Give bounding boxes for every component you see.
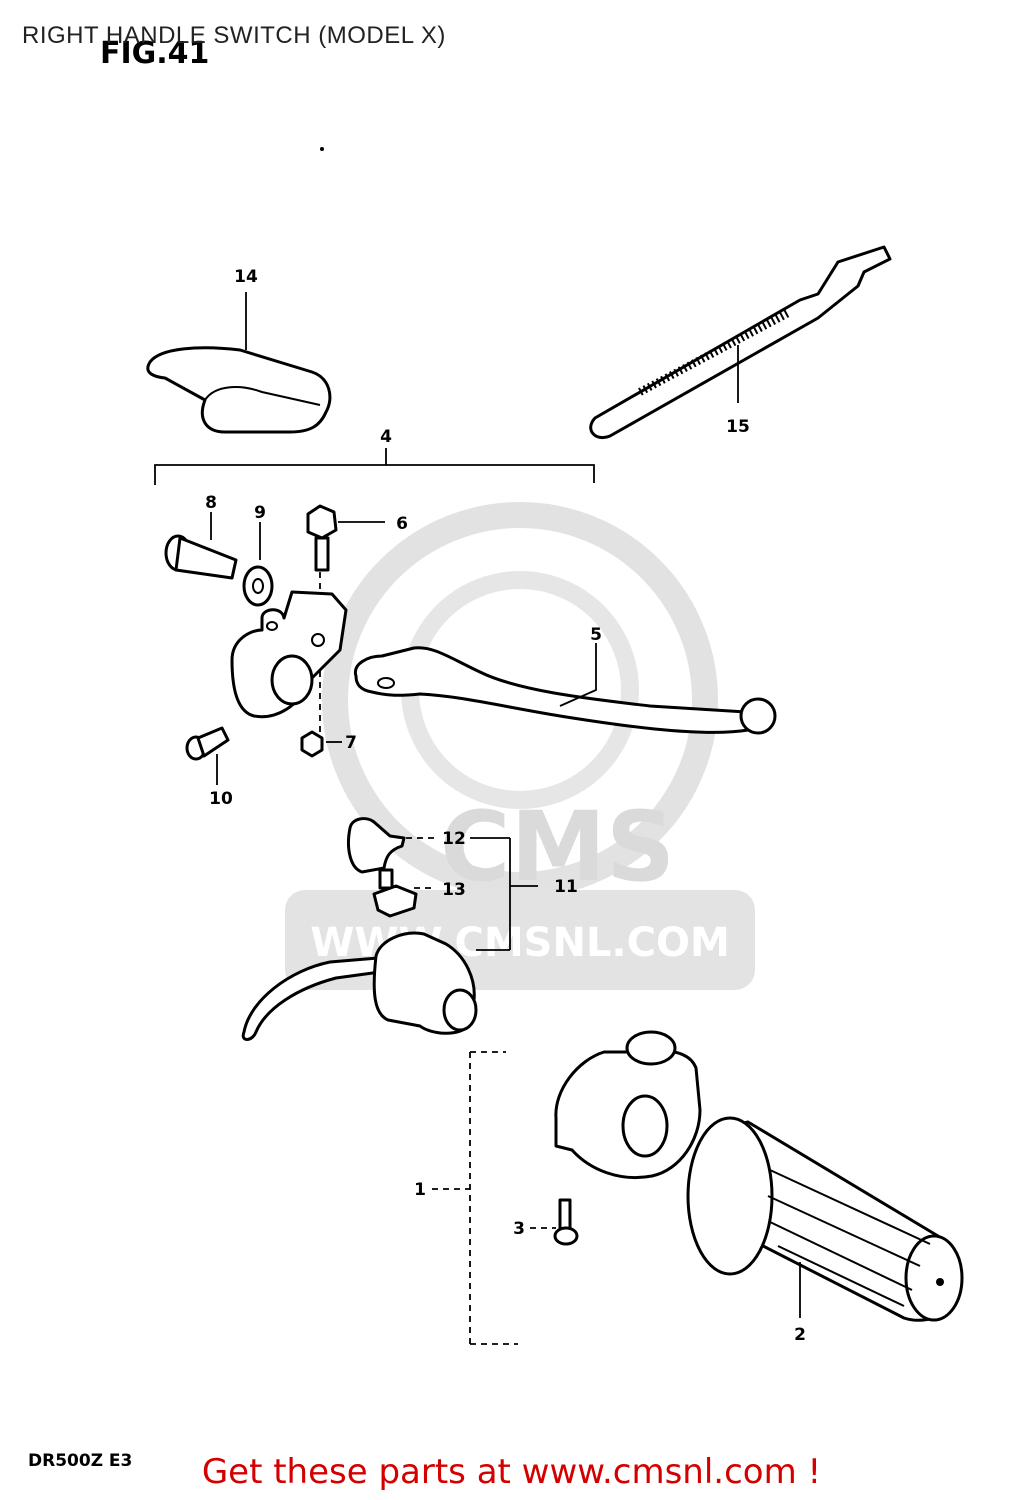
page-title: RIGHT HANDLE SWITCH (MODEL X) <box>22 22 446 49</box>
figure-label: FIG.41 <box>100 36 209 71</box>
callout-1: 1 <box>414 1180 426 1200</box>
callout-2: 2 <box>794 1325 806 1345</box>
callout-5: 5 <box>590 625 602 645</box>
callout-14: 14 <box>234 267 258 287</box>
callout-13: 13 <box>442 880 466 900</box>
callout-8: 8 <box>205 493 217 513</box>
switch-housing <box>241 931 478 1041</box>
callout-4: 4 <box>380 427 392 447</box>
part-12-switch-cover <box>347 817 435 874</box>
callout-labels: 1 2 3 4 5 6 7 8 9 10 11 12 13 14 15 <box>205 267 806 1345</box>
part-2-grip <box>686 1116 964 1322</box>
model-code: DR500Z E3 <box>28 1451 132 1471</box>
callout-15: 15 <box>726 417 750 437</box>
part-14-lever-cover <box>146 292 332 434</box>
part-13-switch-block <box>372 868 435 918</box>
callout-10: 10 <box>209 789 233 809</box>
part-15-cable-tie <box>589 245 892 439</box>
part-9-washer <box>242 522 274 607</box>
part-5-lever <box>353 643 777 735</box>
callout-11: 11 <box>554 877 578 897</box>
part-8-bolt <box>164 512 238 580</box>
bracket-11 <box>470 837 538 951</box>
part-1-throttle-housing <box>432 1030 702 1345</box>
watermark-brand: CMS <box>440 791 675 903</box>
callout-7: 7 <box>345 733 357 753</box>
parts-shop-link[interactable]: Get these parts at www.cmsnl.com ! <box>201 1452 822 1492</box>
callout-9: 9 <box>254 503 266 523</box>
callout-12: 12 <box>442 829 466 849</box>
callout-3: 3 <box>513 1219 525 1239</box>
part-10-screw <box>185 726 230 785</box>
callout-6: 6 <box>396 514 408 534</box>
part-7-nut <box>300 730 342 758</box>
lever-holder <box>230 590 348 719</box>
part-3-screw <box>530 1198 579 1246</box>
